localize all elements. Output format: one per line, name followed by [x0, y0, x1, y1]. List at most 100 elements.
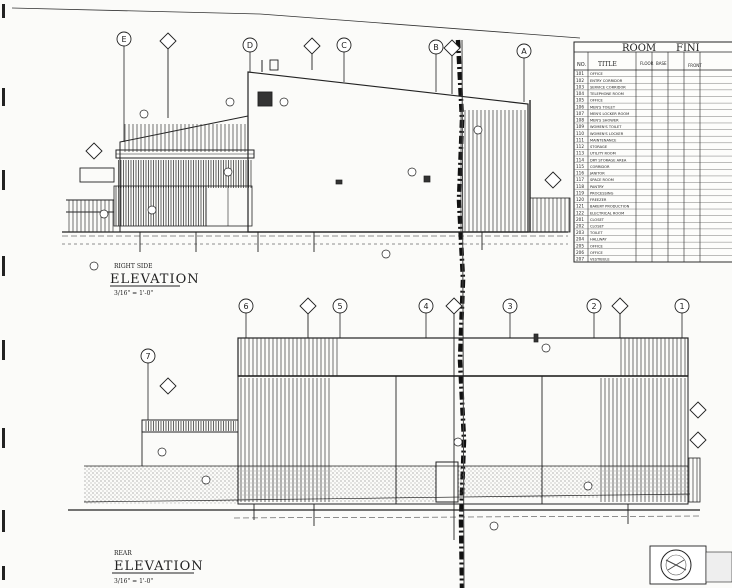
schedule-row-no: 117 [576, 177, 584, 182]
schedule-row-title: DRY STORAGE AREA [590, 158, 627, 162]
schedule-row-title: OFFICE [590, 99, 604, 103]
gridline-label-e: E [121, 35, 126, 44]
gridline-label-2: 2 [591, 302, 596, 311]
schedule-row-no: 204 [576, 237, 584, 242]
keynote-bubble [139, 109, 149, 119]
gridline-bubble-b [428, 39, 444, 55]
schedule-row-title: OFFICE [590, 244, 604, 248]
keynote-bubble [223, 167, 233, 177]
level-marker-icon [689, 431, 707, 449]
lower-gridline-labels: 7 6 5 4 3 2 1 [145, 302, 684, 361]
schedule-row-no: 120 [576, 197, 584, 202]
schedule-title: ROOM [622, 43, 656, 54]
keynote-bubble [541, 343, 551, 353]
schedule-row-title: MEN'S LOCKER ROOM [590, 112, 629, 116]
gridline-bubble-e [116, 31, 132, 47]
schedule-row-title: SERVICE CORRIDOR [590, 85, 626, 89]
gridline-bubble-2 [586, 298, 602, 314]
schedule-row-title: BAKERY PRODUCTION [590, 205, 630, 209]
upper-gridline-labels: E D C B A [121, 35, 527, 56]
schedule-header-base: BASE [656, 61, 667, 66]
level-marker-icon [689, 401, 707, 419]
schedule-row-no: 201 [576, 217, 584, 222]
schedule-row-no: 112 [576, 144, 584, 149]
schedule-row-title: OFFICE [590, 72, 604, 76]
level-marker-icon [159, 32, 177, 50]
lower-elevation-drawing [68, 337, 701, 519]
schedule-row-no: 203 [576, 230, 584, 235]
level-marker-icon [445, 297, 463, 315]
keynote-bubble [99, 209, 109, 219]
approval-stamp [649, 545, 732, 585]
upper-elevation-drawing [62, 59, 571, 245]
level-marker-icon [85, 142, 103, 160]
gridline-bubble-7 [140, 348, 156, 364]
gridline-bubble-c [336, 37, 352, 53]
schedule-row-no: 206 [576, 250, 584, 255]
gridline-label-a: A [521, 47, 527, 56]
schedule-row-no: 121 [576, 204, 584, 209]
lower-elevation-scale: 3/16" = 1'-0" [114, 578, 153, 585]
upper-elevation-scale: 3/16" = 1'-0" [114, 290, 153, 297]
keynote-bubble [381, 249, 391, 259]
schedule-row-no: 114 [576, 157, 584, 162]
schedule-row-no: 101 [576, 71, 584, 76]
lower-keynote-callouts [157, 333, 593, 531]
schedule-row-title: ELECTRICAL ROOM [590, 211, 624, 215]
schedule-row-no: 122 [576, 210, 584, 215]
keynote-bubble [225, 97, 235, 107]
upper-elevation-subtitle: RIGHT SIDE [114, 263, 153, 270]
lower-elevation-title: REAR ELEVATION 3/16" = 1'-0" [112, 550, 204, 585]
keynote-bubble [473, 125, 483, 135]
schedule-row-no: 106 [576, 104, 584, 109]
upper-gridlines [123, 46, 525, 142]
schedule-row-no: 102 [576, 78, 584, 83]
lower-elevation-title-text: ELEVATION [114, 559, 204, 574]
gridline-label-c: C [341, 41, 347, 50]
schedule-row-title: TOILET [589, 231, 603, 235]
schedule-row-title: MEN'S TOILET [590, 105, 616, 109]
schedule-row-no: 103 [576, 84, 584, 89]
lower-elevation-subtitle: REAR [114, 550, 132, 557]
gridline-label-6: 6 [243, 302, 248, 311]
schedule-row-no: 113 [576, 151, 584, 156]
gridline-label-d: D [247, 41, 253, 50]
schedule-row-title: TELEPHONE ROOM [589, 92, 624, 96]
schedule-row-title: VESTIBULE [590, 258, 610, 262]
lower-gridline-bubbles [140, 298, 690, 364]
gridline-label-b: B [433, 43, 439, 52]
gridline-bubble-d [242, 37, 258, 53]
schedule-row-title: WOMEN'S TOILET [590, 125, 622, 129]
schedule-row-title: OFFICE [590, 251, 604, 255]
schedule-row-title: HALLWAY [590, 238, 607, 242]
keynote-bubble [453, 437, 463, 447]
keynote-bubble [157, 447, 167, 457]
upper-elevation-title: RIGHT SIDE ELEVATION 3/16" = 1'-0" [110, 263, 199, 297]
gridline-bubble-1 [674, 298, 690, 314]
sheet-border [11, 7, 581, 39]
schedule-row-title: SPACE ROOM [590, 178, 614, 182]
upper-level-markers [85, 32, 562, 189]
keynote-bubble [147, 205, 157, 215]
keynote-bubble [201, 475, 211, 485]
gridline-bubble-5 [332, 298, 348, 314]
upper-gridline-bubbles [116, 31, 532, 59]
schedule-row-no: 111 [576, 137, 584, 142]
schedule-row-no: 118 [576, 184, 584, 189]
schedule-row-title: PROCESSING [590, 191, 614, 195]
keynote-bubble [407, 167, 417, 177]
schedule-row-title: CORRIDOR [590, 165, 610, 169]
level-marker-icon [544, 171, 562, 189]
schedule-row-title: FREEZER [590, 198, 607, 202]
lower-dimension-ticks [253, 504, 629, 526]
schedule-row-no: 108 [576, 118, 584, 123]
schedule-row-title: STORAGE [590, 145, 608, 149]
schedule-row-title: UTILITY ROOM [590, 152, 616, 156]
gridline-bubble-a [516, 43, 532, 59]
schedule-row-no: 116 [576, 171, 584, 176]
schedule-row-no: 205 [576, 243, 584, 248]
schedule-row-no: 115 [576, 164, 584, 169]
schedule-title-cut: FINI [676, 43, 700, 54]
schedule-row-no: 207 [576, 257, 584, 262]
